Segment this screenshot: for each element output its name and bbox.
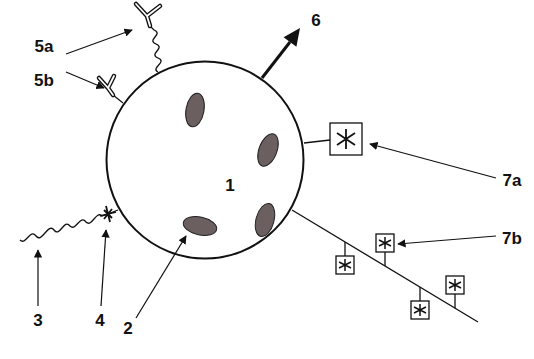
antibody bbox=[99, 76, 114, 95]
ligand-box bbox=[330, 123, 362, 155]
callout-number: 1 bbox=[225, 177, 234, 194]
stalk bbox=[419, 287, 420, 301]
asterisk bbox=[414, 304, 426, 316]
ligand-box bbox=[446, 276, 464, 294]
antibody-inner bbox=[136, 4, 160, 26]
leader-arrow bbox=[66, 30, 132, 54]
stem bbox=[304, 140, 330, 143]
callout-number: 4 bbox=[95, 312, 104, 329]
inclusion bbox=[183, 92, 207, 129]
thick-arrowhead bbox=[284, 28, 300, 47]
ligand-box bbox=[411, 301, 429, 319]
inclusion bbox=[182, 214, 219, 239]
asterisk bbox=[449, 279, 461, 291]
stalk bbox=[454, 294, 455, 308]
callout-number: 7a bbox=[503, 172, 522, 189]
polymer-backbone bbox=[292, 210, 478, 322]
ligand-box bbox=[336, 256, 354, 274]
particle-outline bbox=[105, 60, 305, 260]
polymer-chain bbox=[20, 214, 108, 241]
leader-arrow bbox=[101, 230, 106, 306]
callout-number: 5a bbox=[35, 38, 54, 55]
antibody-inner bbox=[99, 76, 114, 95]
leader-arrow bbox=[66, 72, 104, 88]
inclusion bbox=[254, 131, 283, 169]
callout-number: 2 bbox=[123, 320, 132, 337]
stalk bbox=[344, 242, 345, 256]
thick-arrow bbox=[262, 42, 290, 78]
leader-arrow bbox=[398, 236, 496, 244]
tether bbox=[150, 26, 161, 72]
callout-number: 7b bbox=[502, 230, 522, 247]
callout-number: 6 bbox=[311, 12, 320, 29]
linker-star bbox=[100, 206, 116, 222]
ligand-box bbox=[376, 234, 394, 252]
antibody bbox=[136, 4, 160, 26]
leader-arrow bbox=[370, 144, 496, 178]
asterisk bbox=[337, 129, 355, 149]
leader-arrow bbox=[37, 250, 38, 306]
asterisk bbox=[339, 259, 351, 271]
asterisk bbox=[379, 237, 391, 249]
callout-number: 5b bbox=[34, 72, 54, 89]
callout-number: 3 bbox=[33, 312, 42, 329]
particle-border bbox=[107, 62, 304, 259]
particle-circle: 1 bbox=[105, 60, 305, 260]
inclusion bbox=[252, 201, 278, 239]
stalk bbox=[384, 252, 385, 266]
